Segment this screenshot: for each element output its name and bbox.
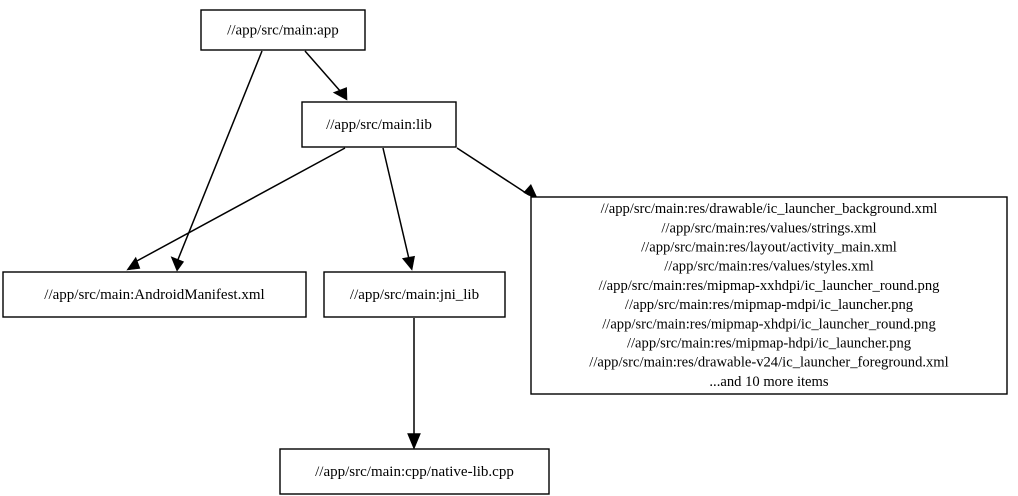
node-jni-lib-box[interactable] bbox=[323, 271, 506, 318]
arrowhead-icon bbox=[407, 433, 421, 450]
resource-line: //app/src/main:res/layout/activity_main.… bbox=[641, 240, 897, 256]
node-layer: //app/src/main:app //app/src/main:lib //… bbox=[2, 9, 1008, 495]
node-lib-box[interactable] bbox=[301, 101, 457, 148]
edge-line bbox=[134, 147, 346, 263]
edge-app-to-lib bbox=[304, 50, 348, 101]
resource-line: //app/src/main:res/mipmap-xxhdpi/ic_laun… bbox=[599, 278, 941, 294]
node-app-label: //app/src/main:app bbox=[227, 22, 339, 38]
node-resource-cluster-box[interactable] bbox=[530, 196, 1008, 395]
node-lib-label: //app/src/main:lib bbox=[326, 117, 432, 133]
node-android-manifest-box[interactable] bbox=[2, 271, 307, 318]
edge-line bbox=[176, 50, 263, 263]
node-jni-lib[interactable]: //app/src/main:jni_lib bbox=[323, 271, 506, 318]
arrowhead-icon bbox=[332, 87, 348, 101]
resource-line: //app/src/main:res/values/strings.xml bbox=[661, 220, 876, 236]
resource-line: //app/src/main:res/drawable/ic_launcher_… bbox=[601, 201, 938, 217]
node-android-manifest[interactable]: //app/src/main:AndroidManifest.xml bbox=[2, 271, 307, 318]
arrowhead-icon bbox=[170, 256, 185, 272]
node-lib[interactable]: //app/src/main:lib bbox=[301, 101, 457, 148]
resource-line: //app/src/main:res/mipmap-xhdpi/ic_launc… bbox=[602, 316, 936, 332]
node-native-lib-label: //app/src/main:cpp/native-lib.cpp bbox=[315, 464, 514, 480]
node-native-lib[interactable]: //app/src/main:cpp/native-lib.cpp bbox=[279, 448, 550, 495]
node-resource-cluster[interactable]: //app/src/main:res/drawable/ic_launcher_… bbox=[530, 196, 1008, 395]
resource-line: //app/src/main:res/mipmap-hdpi/ic_launch… bbox=[627, 336, 912, 352]
edge-line bbox=[456, 147, 530, 196]
node-app-box[interactable] bbox=[200, 9, 366, 51]
edge-app-to-manifest bbox=[170, 50, 263, 272]
resource-line: ...and 10 more items bbox=[709, 374, 828, 390]
resource-line: //app/src/main:res/values/styles.xml bbox=[664, 259, 874, 275]
node-app[interactable]: //app/src/main:app bbox=[200, 9, 366, 51]
edge-jni-lib-to-native-lib bbox=[407, 318, 421, 450]
resource-line: //app/src/main:res/drawable-v24/ic_launc… bbox=[589, 355, 948, 371]
arrowhead-icon bbox=[401, 255, 415, 271]
edge-lib-to-jni-lib bbox=[382, 147, 415, 271]
edge-lib-to-resources bbox=[456, 147, 539, 201]
node-jni-lib-label: //app/src/main:jni_lib bbox=[350, 287, 479, 303]
edge-line bbox=[304, 50, 342, 93]
edge-layer bbox=[126, 50, 539, 450]
edge-lib-to-manifest bbox=[126, 147, 346, 271]
arrowhead-icon bbox=[523, 184, 539, 201]
node-resource-cluster-label-group: //app/src/main:res/drawable/ic_launcher_… bbox=[589, 201, 948, 390]
node-native-lib-box[interactable] bbox=[279, 448, 550, 495]
resource-line: //app/src/main:res/mipmap-mdpi/ic_launch… bbox=[625, 297, 914, 313]
arrowhead-icon bbox=[126, 256, 141, 271]
edge-line bbox=[382, 147, 410, 260]
node-android-manifest-label: //app/src/main:AndroidManifest.xml bbox=[44, 287, 264, 303]
